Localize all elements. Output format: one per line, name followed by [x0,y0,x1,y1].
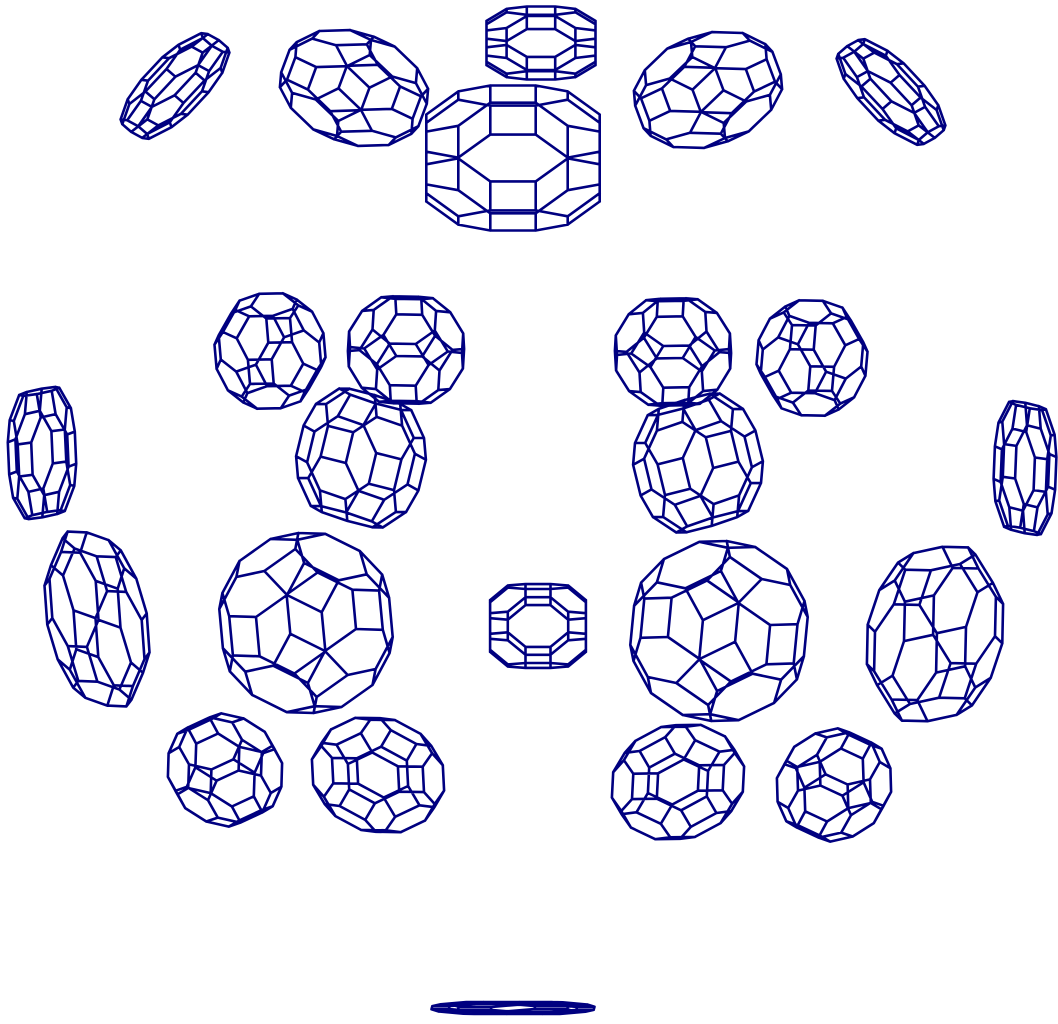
polyhedron-20 [168,713,282,826]
polyhedron-11 [8,387,76,519]
polyhedron-13 [633,394,763,533]
polyhedron-24 [432,1002,595,1014]
polyhedron-23 [777,728,891,841]
polyhedron-22 [612,725,744,839]
polyhedron-18 [630,541,807,721]
polyhedron-15 [45,532,150,707]
polyhedron-21 [312,718,444,832]
polyhedron-2 [280,30,428,146]
polyhedron-6 [426,86,599,231]
polyhedron-16 [219,533,392,713]
polyhedron-10 [757,300,868,415]
polyhedron-3 [487,7,596,80]
polyhedron-8 [348,296,464,403]
polyhedron-9 [615,298,731,405]
polyhedron-7 [215,293,326,408]
polyhedron-17 [490,584,586,668]
polyhedron-14 [994,401,1057,535]
polyhedron-4 [634,32,782,148]
polyhedra-group [8,7,1057,1015]
polyhedron-19 [867,547,1003,721]
polyhedron-1 [121,33,230,139]
polyhedron-12 [296,389,426,528]
polyhedron-5 [837,39,946,145]
